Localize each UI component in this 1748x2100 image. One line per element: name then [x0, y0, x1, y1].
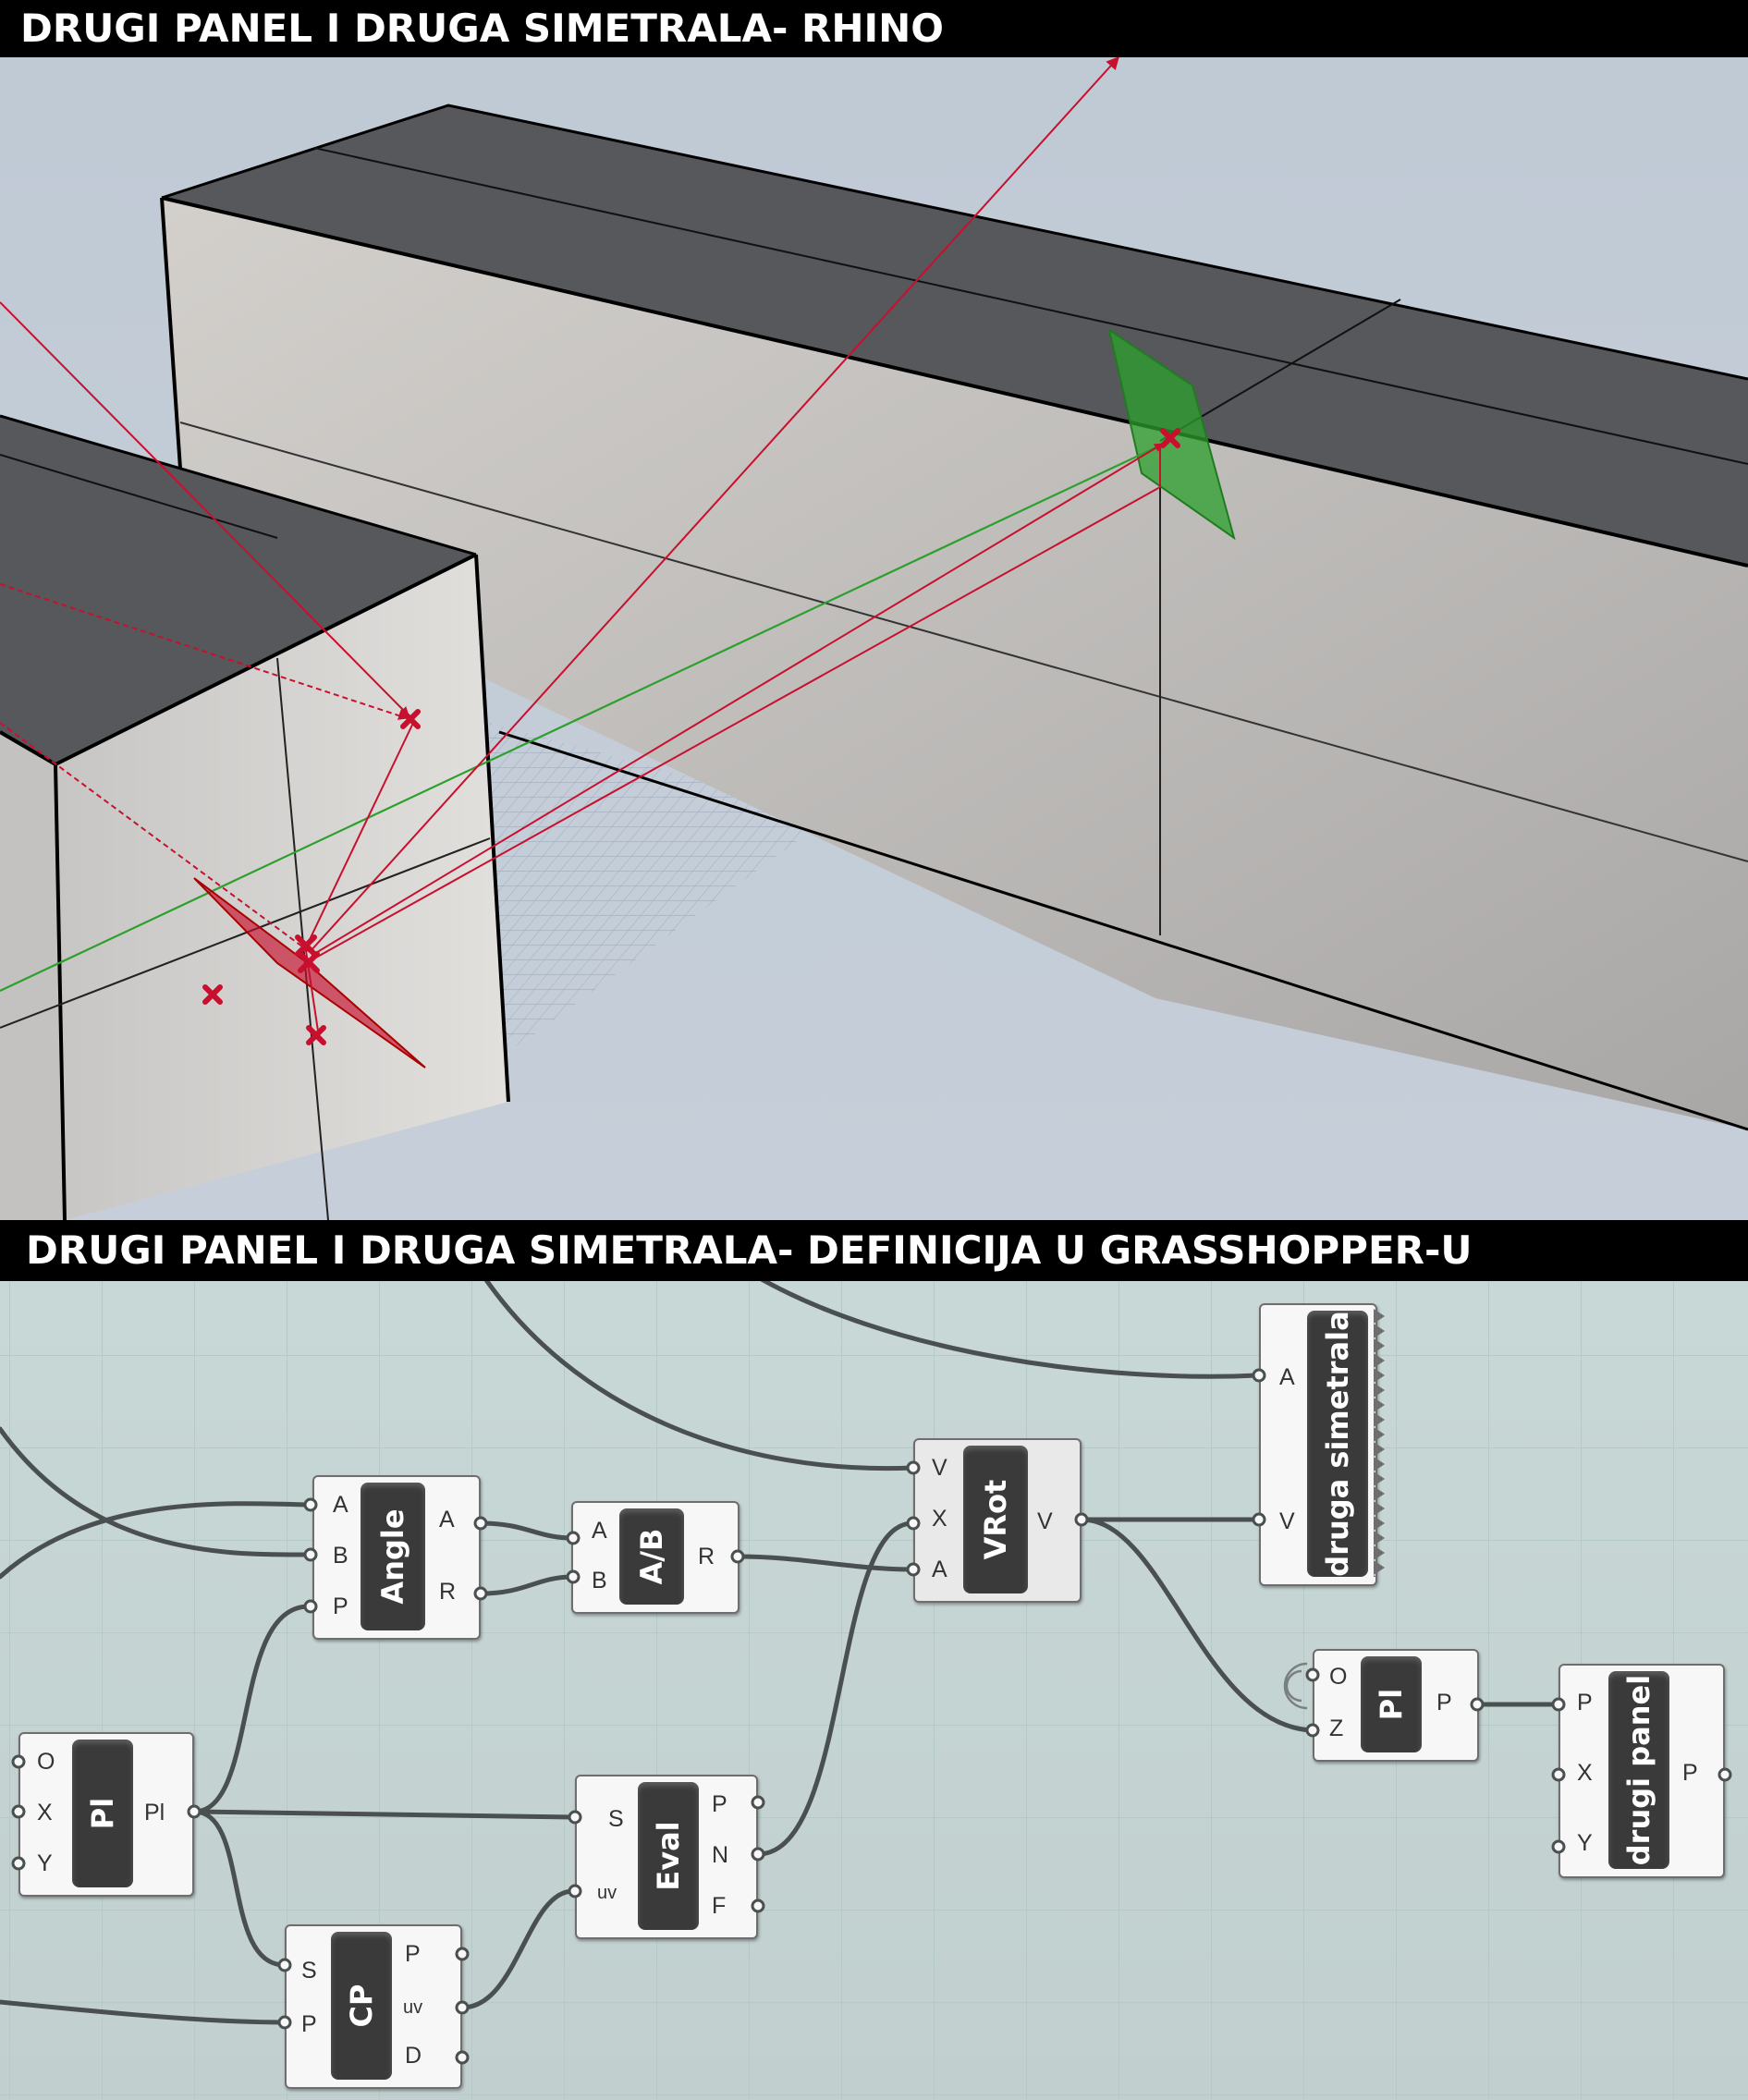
small-box-top-face	[0, 416, 476, 764]
rhino-section-title: DRUGI PANEL I DRUGA SIMETRALA- RHINO	[0, 0, 1748, 57]
angle-input-a[interactable]: A	[333, 1492, 348, 1518]
grasshopper-canvas[interactable]: A B P Angle A R A B A/B R V X A VRot V A…	[0, 1281, 1748, 2100]
canvas-wires	[0, 1281, 1748, 2100]
angle-label: Angle	[361, 1483, 425, 1630]
panel-input-p[interactable]: P	[1577, 1690, 1593, 1715]
closest-point-component[interactable]: S P CP P uv D	[285, 1924, 462, 2089]
simetrala-input-v[interactable]: V	[1279, 1508, 1295, 1534]
small-box	[0, 414, 510, 1220]
point-marker	[298, 951, 320, 973]
panel-input-x[interactable]: X	[1577, 1760, 1593, 1786]
division-component[interactable]: A B A/B R	[571, 1501, 740, 1614]
long-box-side-face	[162, 198, 1748, 1129]
plane-normal-component[interactable]: O Z Pl P	[1313, 1649, 1479, 1762]
vrot-input-v[interactable]: V	[932, 1455, 947, 1481]
long-box-top-face	[162, 105, 1748, 566]
panel-input-y[interactable]: Y	[1577, 1830, 1593, 1856]
angle-output-a[interactable]: A	[439, 1507, 455, 1532]
panel-output-p[interactable]: P	[1682, 1760, 1698, 1786]
panel-label: drugi panel	[1608, 1671, 1669, 1869]
small-box-front-face	[55, 555, 508, 1220]
cp-output-uv[interactable]: uv	[403, 1997, 423, 2018]
point-marker	[202, 984, 223, 1005]
plane-output-pl[interactable]: Pl	[144, 1800, 165, 1825]
cluster-edge-jag	[1374, 1309, 1385, 1577]
cp-input-s[interactable]: S	[301, 1958, 317, 1984]
division-label: A/B	[619, 1508, 684, 1605]
plane-normal-input-z[interactable]: Z	[1329, 1715, 1344, 1741]
eval-input-s[interactable]: S	[608, 1806, 624, 1832]
plane-normal-output-p[interactable]: P	[1436, 1690, 1452, 1715]
eval-output-n[interactable]: N	[712, 1842, 729, 1868]
plane-xy-label: Pl	[72, 1740, 133, 1887]
cp-label: CP	[331, 1932, 392, 2080]
division-input-b[interactable]: B	[592, 1568, 607, 1593]
point-markers	[202, 428, 1180, 1045]
plane-input-x[interactable]: X	[37, 1800, 53, 1825]
vrot-input-a[interactable]: A	[932, 1557, 947, 1582]
angle-output-r[interactable]: R	[439, 1579, 457, 1605]
cp-output-d[interactable]: D	[405, 2043, 422, 2069]
simetrala-label: druga simetrala	[1307, 1311, 1368, 1577]
vrot-input-x[interactable]: X	[932, 1506, 947, 1532]
construction-grid	[481, 723, 832, 1046]
point-marker	[306, 1025, 326, 1045]
eval-output-p[interactable]: P	[712, 1791, 727, 1817]
division-output-r[interactable]: R	[698, 1544, 715, 1569]
plane-normal-label: Pl	[1361, 1656, 1422, 1752]
eval-label: Eval	[638, 1782, 699, 1930]
eval-output-f[interactable]: F	[712, 1893, 727, 1919]
plane-input-y[interactable]: Y	[37, 1850, 53, 1876]
cp-output-p[interactable]: P	[405, 1941, 421, 1967]
angle-component[interactable]: A B P Angle A R	[312, 1475, 481, 1640]
cp-input-p[interactable]: P	[301, 2011, 317, 2037]
simetrala-input-a[interactable]: A	[1279, 1364, 1295, 1390]
plane-xy-component[interactable]: O X Y Pl Pl	[18, 1732, 194, 1897]
vrot-label: VRot	[963, 1446, 1028, 1593]
red-vectors	[0, 57, 1164, 1038]
point-marker	[400, 709, 421, 729]
green-vector	[0, 445, 1161, 992]
angle-input-p[interactable]: P	[333, 1593, 348, 1619]
division-input-a[interactable]: A	[592, 1518, 607, 1544]
plane-normal-input-o[interactable]: O	[1329, 1664, 1348, 1690]
plane-input-o[interactable]: O	[37, 1749, 55, 1775]
grasshopper-section-title: DRUGI PANEL I DRUGA SIMETRALA- DEFINICIJ…	[0, 1220, 1748, 1281]
vector-rotate-component[interactable]: V X A VRot V	[913, 1438, 1082, 1603]
point-marker	[1160, 428, 1180, 448]
angle-input-b[interactable]: B	[333, 1543, 348, 1569]
long-box	[160, 104, 1748, 1131]
drugi-panel-cluster[interactable]: P X Y drugi panel P	[1559, 1664, 1725, 1878]
vrot-output-v[interactable]: V	[1037, 1508, 1053, 1534]
rhino-viewport[interactable]	[0, 57, 1748, 1220]
eval-input-uv[interactable]: uv	[597, 1883, 617, 1903]
druga-simetrala-cluster[interactable]: A V druga simetrala	[1259, 1303, 1377, 1586]
wireless-receiver-icon	[1283, 1662, 1308, 1710]
evaluate-surface-component[interactable]: S uv Eval P N F	[575, 1775, 758, 1939]
